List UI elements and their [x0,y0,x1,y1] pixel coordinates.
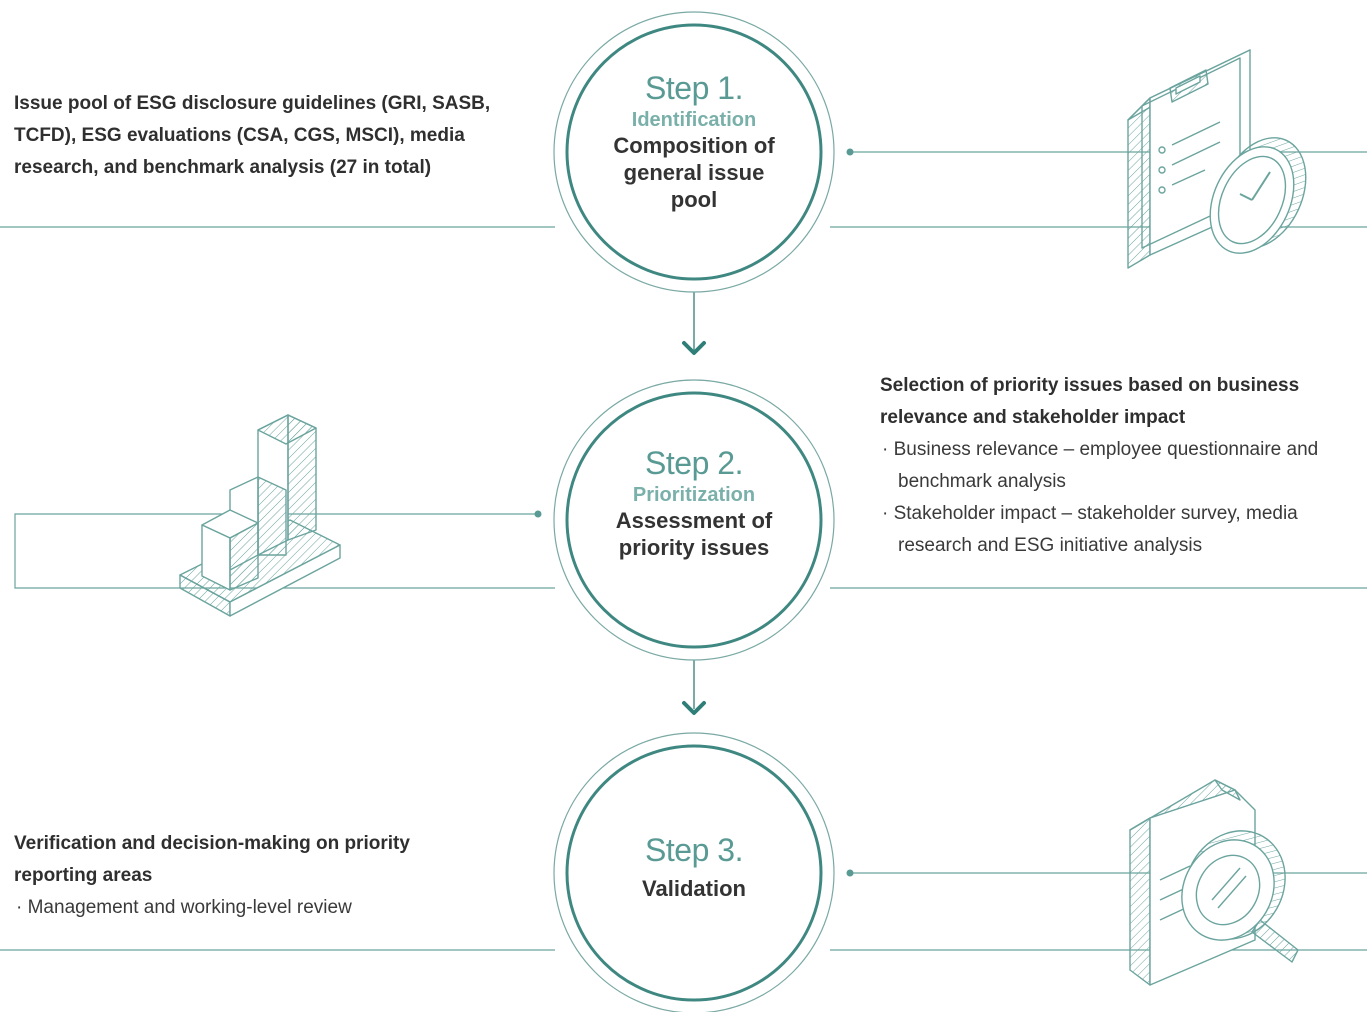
step2-bullet: benchmark analysis [898,471,1066,492]
step1-title-line: general issue [623,160,765,185]
step2-description: Selection of priority issues based on bu… [880,370,1367,562]
step1-description: Issue pool of ESG disclosure guidelines … [14,88,534,184]
step2-number: Step 2. [645,445,743,481]
step2-title-line: Assessment of [615,508,773,533]
step1-title-line: pool [670,187,718,212]
step3-label-group: Step 3. Validation [574,832,814,902]
step1-circle [553,11,835,293]
arrow-down-2 [682,660,706,715]
step3-circle [553,732,835,1012]
document-magnifier-icon [1129,779,1299,986]
step2-bullet: · Stakeholder impact – stakeholder surve… [882,503,1298,524]
step3-desc-heading: Verification and decision-making on prio… [14,833,410,854]
step3-title-line: Validation [642,876,746,901]
arrow-down-1 [682,292,706,355]
clipboard-clock-icon [1127,49,1307,269]
step1-desc-line: Issue pool of ESG disclosure guidelines … [14,93,491,114]
step2-label-group: Step 2. Prioritization Assessment of pri… [574,445,814,561]
step1-connector-dot [846,148,854,156]
step2-phase: Prioritization [632,484,756,506]
step3-bullet: · Management and working-level review [16,897,352,918]
step2-desc-heading: Selection of priority issues based on bu… [880,375,1300,396]
step1-label-group: Step 1. Identification Composition of ge… [574,70,814,213]
step3-connector-dot [846,869,854,877]
step1-desc-line: TCFD), ESG evaluations (CSA, CGS, MSCI),… [14,125,465,146]
step2-bullet: research and ESG initiative analysis [898,535,1203,556]
step3-number: Step 3. [645,832,743,868]
step1-phase: Identification [631,109,757,131]
step3-desc-heading: reporting areas [14,865,153,886]
step1-title-line: Composition of [613,133,775,158]
step2-circle [553,379,835,661]
step2-title-line: priority issues [618,535,770,560]
step3-description: Verification and decision-making on prio… [14,828,534,924]
step2-desc-heading: relevance and stakeholder impact [880,407,1186,428]
step2-connector-dot [534,510,542,518]
bar-chart-icon [179,414,341,617]
step2-bullet: · Business relevance – employee question… [882,439,1319,460]
step1-number: Step 1. [645,70,743,106]
step1-desc-line: research, and benchmark analysis (27 in … [14,157,432,178]
